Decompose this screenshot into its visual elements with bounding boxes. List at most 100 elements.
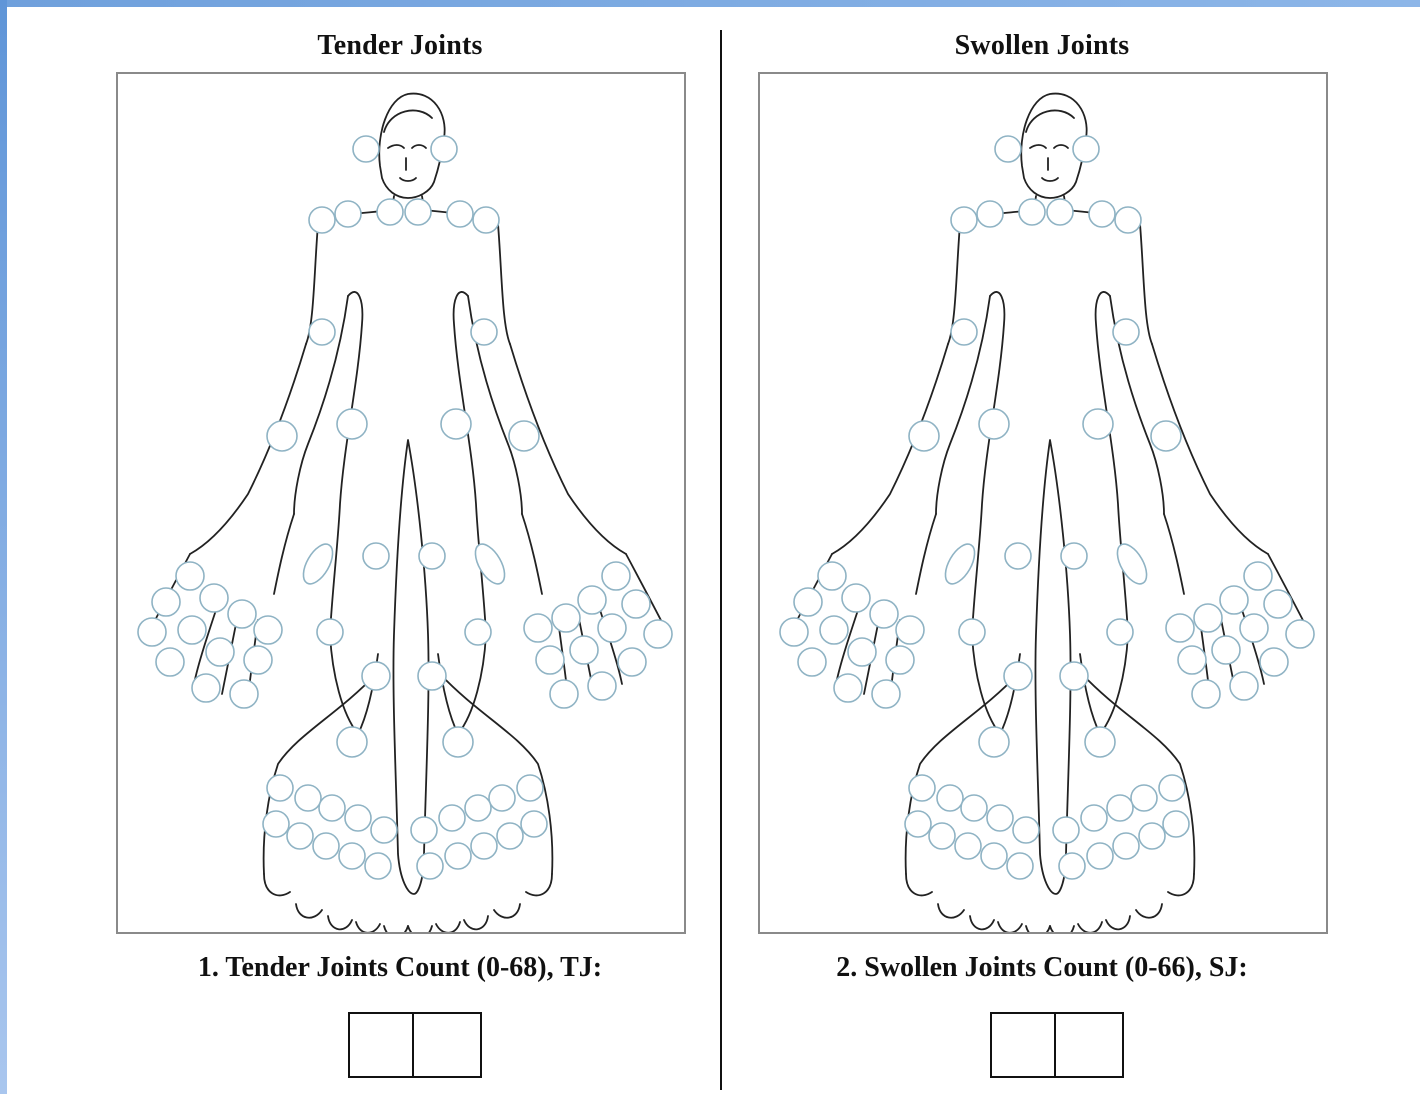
- swollen-joint-marker[interactable]: [1061, 543, 1087, 569]
- swollen-joint-marker[interactable]: [1166, 614, 1194, 642]
- swollen-joint-marker[interactable]: [987, 805, 1013, 831]
- swollen-count-digit-2[interactable]: [1056, 1012, 1124, 1078]
- tender-joint-marker[interactable]: [602, 562, 630, 590]
- swollen-joint-marker[interactable]: [1081, 805, 1107, 831]
- tender-joint-marker[interactable]: [267, 421, 297, 451]
- swollen-joint-marker[interactable]: [1286, 620, 1314, 648]
- tender-joint-marker[interactable]: [313, 833, 339, 859]
- tender-joint-marker[interactable]: [536, 646, 564, 674]
- swollen-joint-marker[interactable]: [798, 648, 826, 676]
- swollen-joint-marker[interactable]: [872, 680, 900, 708]
- swollen-joint-marker[interactable]: [1131, 785, 1157, 811]
- tender-joint-marker[interactable]: [178, 616, 206, 644]
- tender-joint-marker[interactable]: [362, 662, 390, 690]
- swollen-joint-marker[interactable]: [1085, 727, 1115, 757]
- swollen-joint-marker[interactable]: [1163, 811, 1189, 837]
- swollen-joint-marker[interactable]: [1115, 207, 1141, 233]
- swollen-joint-marker[interactable]: [995, 136, 1021, 162]
- swollen-joint-marker[interactable]: [937, 785, 963, 811]
- tender-joint-marker[interactable]: [443, 727, 473, 757]
- swollen-joint-marker[interactable]: [886, 646, 914, 674]
- tender-joint-marker[interactable]: [445, 843, 471, 869]
- tender-joint-marker[interactable]: [418, 662, 446, 690]
- swollen-joint-marker[interactable]: [909, 775, 935, 801]
- swollen-joint-marker[interactable]: [820, 616, 848, 644]
- tender-joint-marker[interactable]: [509, 421, 539, 451]
- tender-joint-marker[interactable]: [550, 680, 578, 708]
- tender-joint-marker[interactable]: [598, 614, 626, 642]
- tender-joint-marker[interactable]: [447, 201, 473, 227]
- tender-joint-marker[interactable]: [363, 543, 389, 569]
- swollen-joint-marker[interactable]: [1053, 817, 1079, 843]
- tender-joint-marker[interactable]: [524, 614, 552, 642]
- tender-joint-marker[interactable]: [570, 636, 598, 664]
- swollen-joint-marker[interactable]: [1059, 853, 1085, 879]
- tender-joint-marker[interactable]: [405, 199, 431, 225]
- swollen-joint-marker[interactable]: [1004, 662, 1032, 690]
- tender-joint-marker[interactable]: [497, 823, 523, 849]
- swollen-joint-marker[interactable]: [959, 619, 985, 645]
- tender-joint-marker[interactable]: [431, 136, 457, 162]
- tender-joint-marker[interactable]: [319, 795, 345, 821]
- tender-joint-marker[interactable]: [644, 620, 672, 648]
- tender-count-digit-2[interactable]: [414, 1012, 482, 1078]
- tender-joint-marker[interactable]: [309, 207, 335, 233]
- swollen-joint-marker[interactable]: [951, 319, 977, 345]
- tender-joint-marker[interactable]: [353, 136, 379, 162]
- swollen-joint-marker[interactable]: [1151, 421, 1181, 451]
- tender-joint-marker[interactable]: [471, 833, 497, 859]
- swollen-joint-marker[interactable]: [1230, 672, 1258, 700]
- swollen-joint-marker[interactable]: [909, 421, 939, 451]
- swollen-joint-marker[interactable]: [905, 811, 931, 837]
- swollen-joint-marker[interactable]: [896, 616, 924, 644]
- tender-joint-marker[interactable]: [618, 648, 646, 676]
- swollen-joint-marker[interactable]: [1194, 604, 1222, 632]
- swollen-joint-marker[interactable]: [1107, 619, 1133, 645]
- tender-joint-marker[interactable]: [176, 562, 204, 590]
- swollen-joint-marker[interactable]: [818, 562, 846, 590]
- tender-joint-marker[interactable]: [244, 646, 272, 674]
- tender-joint-marker[interactable]: [156, 648, 184, 676]
- swollen-joint-marker[interactable]: [1019, 199, 1045, 225]
- tender-joint-marker[interactable]: [230, 680, 258, 708]
- tender-count-digit-1[interactable]: [348, 1012, 414, 1078]
- swollen-joint-marker[interactable]: [1212, 636, 1240, 664]
- tender-joint-marker[interactable]: [465, 619, 491, 645]
- swollen-joint-marker[interactable]: [1139, 823, 1165, 849]
- swollen-joint-marker[interactable]: [979, 409, 1009, 439]
- tender-joint-marker[interactable]: [287, 823, 313, 849]
- tender-joint-marker[interactable]: [200, 584, 228, 612]
- tender-joint-marker[interactable]: [469, 539, 510, 588]
- swollen-count-digit-1[interactable]: [990, 1012, 1056, 1078]
- swollen-joint-marker[interactable]: [848, 638, 876, 666]
- swollen-joint-marker[interactable]: [1113, 319, 1139, 345]
- swollen-joint-marker[interactable]: [842, 584, 870, 612]
- tender-joint-marker[interactable]: [138, 618, 166, 646]
- swollen-joint-marker[interactable]: [1060, 662, 1088, 690]
- swollen-joint-marker[interactable]: [951, 207, 977, 233]
- swollen-joint-marker[interactable]: [961, 795, 987, 821]
- swollen-joint-marker[interactable]: [1013, 817, 1039, 843]
- swollen-joint-marker[interactable]: [1073, 136, 1099, 162]
- tender-joint-marker[interactable]: [152, 588, 180, 616]
- swollen-joint-marker[interactable]: [939, 539, 980, 588]
- tender-joint-marker[interactable]: [471, 319, 497, 345]
- tender-joint-marker[interactable]: [335, 201, 361, 227]
- tender-joint-marker[interactable]: [337, 727, 367, 757]
- tender-joint-marker[interactable]: [263, 811, 289, 837]
- tender-joint-marker[interactable]: [441, 409, 471, 439]
- swollen-joint-marker[interactable]: [1111, 539, 1152, 588]
- tender-joint-marker[interactable]: [345, 805, 371, 831]
- tender-joint-marker[interactable]: [489, 785, 515, 811]
- swollen-joint-marker[interactable]: [1005, 543, 1031, 569]
- swollen-joint-marker[interactable]: [979, 727, 1009, 757]
- swollen-joint-marker[interactable]: [1089, 201, 1115, 227]
- tender-joint-marker[interactable]: [337, 409, 367, 439]
- tender-joint-marker[interactable]: [317, 619, 343, 645]
- tender-joint-marker[interactable]: [411, 817, 437, 843]
- swollen-joint-marker[interactable]: [929, 823, 955, 849]
- tender-joint-marker[interactable]: [439, 805, 465, 831]
- tender-joint-marker[interactable]: [309, 319, 335, 345]
- tender-joint-marker[interactable]: [419, 543, 445, 569]
- tender-joint-marker[interactable]: [552, 604, 580, 632]
